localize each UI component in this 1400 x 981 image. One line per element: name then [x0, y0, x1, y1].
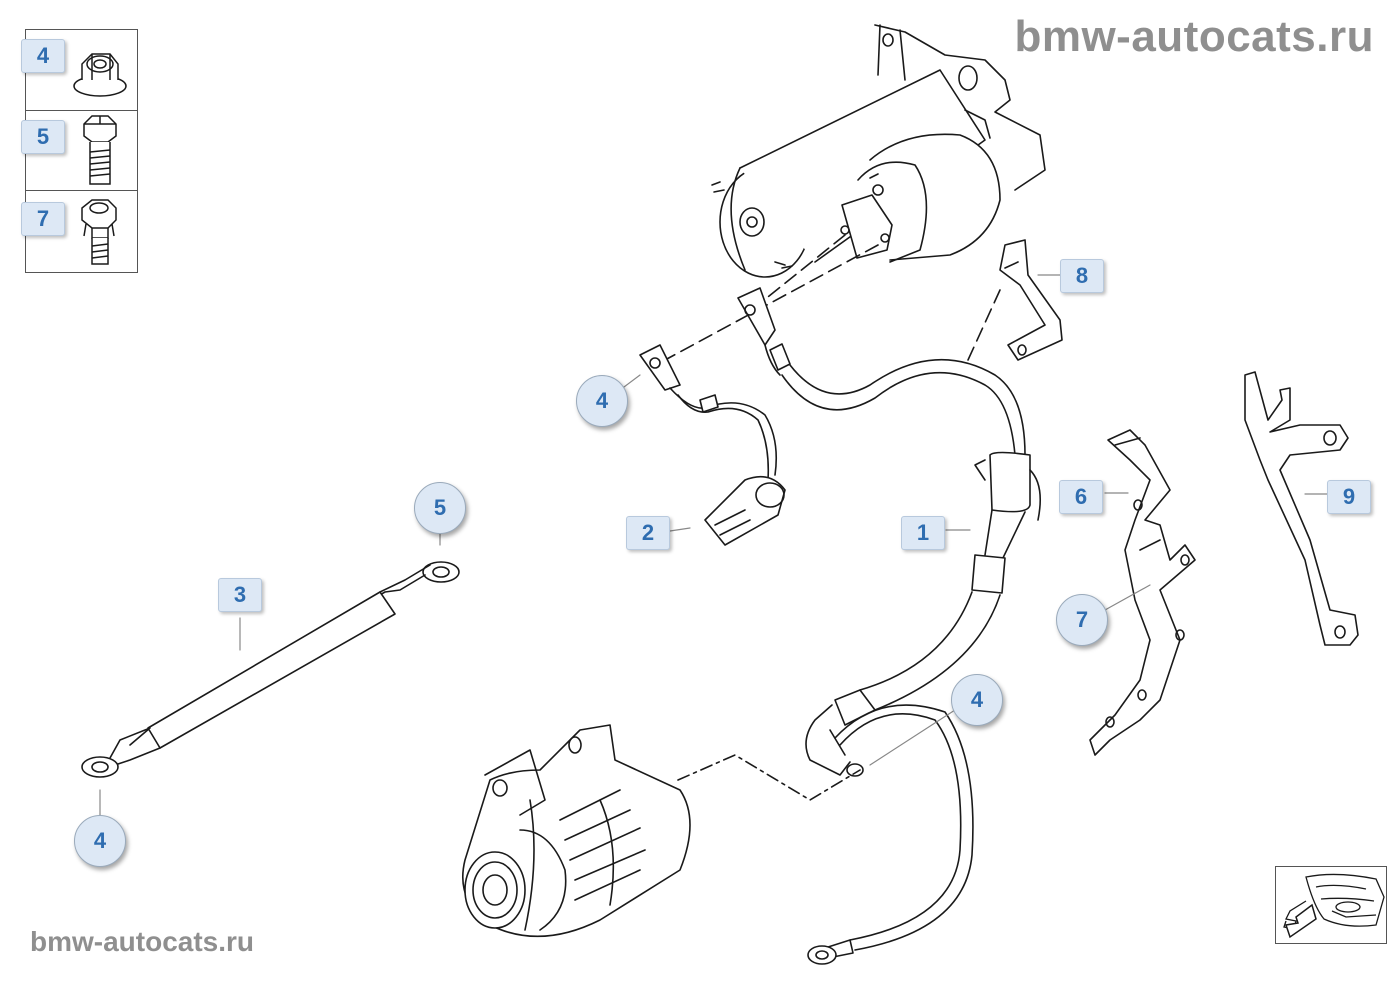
watermark-bottom: bmw-autocats.ru [30, 926, 255, 957]
callout-4-lower-left: 4 [74, 815, 126, 867]
bracket-8 [999, 239, 1063, 361]
legend-number: 7 [21, 202, 65, 236]
callout-4-alternator: 4 [951, 674, 1003, 726]
legend-number: 4 [21, 39, 65, 73]
cable-1 [737, 287, 1041, 965]
car-front-icon [1283, 873, 1385, 939]
cable-2 [639, 344, 786, 546]
legend-row-nut: 4 [21, 30, 137, 111]
callout-4-upper: 4 [576, 375, 628, 427]
legend-row-bolt: 5 [21, 110, 137, 191]
callout-8: 8 [1060, 259, 1104, 293]
hex-nut-stud-icon [81, 199, 117, 265]
callout-9: 9 [1327, 480, 1371, 514]
legend-number: 5 [21, 120, 65, 154]
legend-row-stud-nut: 7 [21, 190, 137, 270]
starter-motor [711, 24, 1046, 278]
hex-flange-nut-icon [73, 53, 127, 97]
callout-3: 3 [218, 578, 262, 612]
bracket-6 [1089, 429, 1196, 756]
callout-5: 5 [414, 482, 466, 534]
bracket-9 [1244, 371, 1359, 646]
fastener-legend: 4 5 7 [21, 29, 138, 273]
vehicle-location-thumbnail[interactable] [1275, 866, 1387, 944]
cable-3 [81, 561, 460, 778]
alternator [461, 724, 691, 938]
callout-6: 6 [1059, 480, 1103, 514]
callout-2: 2 [626, 516, 670, 550]
hex-bolt-icon [83, 115, 117, 185]
callout-7: 7 [1056, 594, 1108, 646]
callout-1: 1 [901, 516, 945, 550]
watermark-top: bmw-autocats.ru [1014, 12, 1374, 61]
